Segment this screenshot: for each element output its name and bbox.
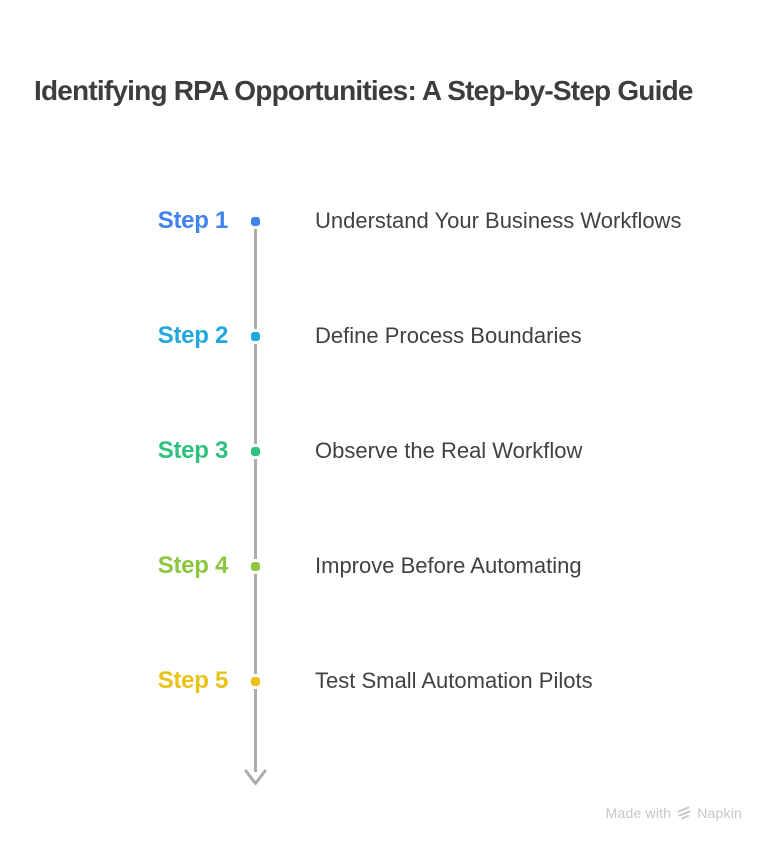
step-row: Step 5 Test Small Automation Pilots (0, 666, 768, 696)
step-description: Improve Before Automating (315, 553, 582, 578)
step-dot (251, 677, 260, 686)
step-label: Step 2 (157, 322, 229, 349)
arrow-down-icon (244, 769, 267, 785)
step-row: Step 4 Improve Before Automating (0, 551, 768, 581)
watermark-brand: Napkin (697, 805, 742, 821)
made-with-napkin-watermark: Made with Napkin (606, 805, 742, 821)
step-label: Step 5 (157, 667, 229, 694)
step-description: Observe the Real Workflow (315, 438, 583, 463)
step-row: Step 3 Observe the Real Workflow (0, 436, 768, 466)
step-row: Step 1 Understand Your Business Workflow… (0, 206, 768, 236)
napkin-logo-icon (677, 806, 691, 820)
watermark-prefix: Made with (605, 805, 672, 821)
step-description: Define Process Boundaries (315, 323, 582, 348)
step-description: Test Small Automation Pilots (315, 668, 593, 693)
step-row: Step 2 Define Process Boundaries (0, 321, 768, 351)
timeline-line (254, 221, 257, 772)
page-title: Identifying RPA Opportunities: A Step-by… (34, 74, 693, 106)
step-label: Step 1 (157, 207, 229, 234)
step-dot (251, 562, 260, 571)
step-dot (251, 332, 260, 341)
step-dot (251, 217, 260, 226)
step-description: Understand Your Business Workflows (315, 208, 682, 233)
step-dot (251, 447, 260, 456)
step-label: Step 4 (157, 552, 229, 579)
step-label: Step 3 (157, 437, 229, 464)
